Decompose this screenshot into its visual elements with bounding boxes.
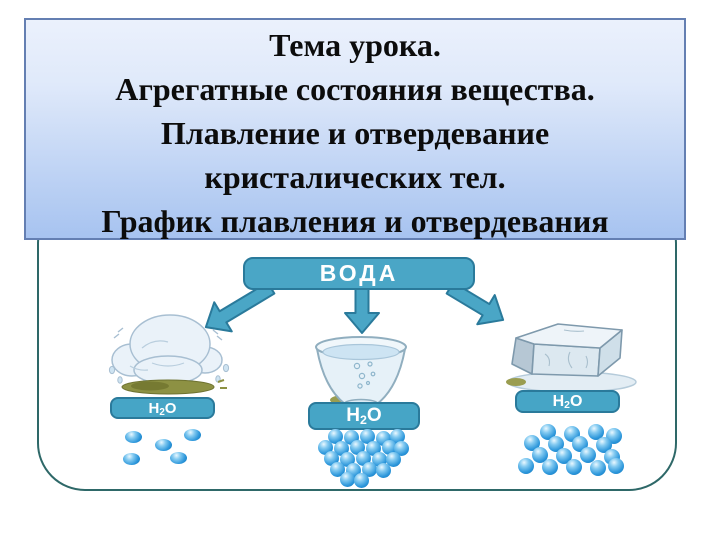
title-line: График плавления и отвердевания: [101, 203, 609, 239]
molecule-dot: [590, 460, 606, 476]
molecule-dot: [532, 447, 548, 463]
molecule-dot: [354, 473, 369, 488]
molecule-dot: [328, 429, 343, 444]
molecule-dot: [376, 463, 391, 478]
title-line: Агрегатные состояния вещества.: [115, 71, 595, 107]
molecule-dot: [608, 458, 624, 474]
formula-text: H2O: [346, 405, 382, 428]
title-line: Тема урока.: [269, 27, 441, 63]
h2o-label-gas: H2O: [110, 397, 215, 419]
molecule-dot: [386, 452, 401, 467]
molecule-dot: [360, 429, 375, 444]
title-box: Тема урока. Агрегатные состояния веществ…: [24, 18, 686, 240]
molecule-dot: [123, 453, 140, 465]
ice-cube-icon: [506, 323, 637, 393]
solid-molecules-diagram: [518, 424, 628, 480]
molecule-dot: [542, 459, 558, 475]
molecule-dot: [155, 439, 172, 451]
molecule-dot: [362, 462, 377, 477]
formula-text: H2O: [148, 399, 177, 418]
molecule-dot: [566, 459, 582, 475]
title-line: Плавление и отвердевание: [160, 115, 550, 151]
molecule-dot: [125, 431, 142, 443]
water-glass-icon: [315, 336, 407, 410]
molecule-dot: [580, 447, 596, 463]
molecule-dot: [518, 458, 534, 474]
molecule-dot: [382, 440, 397, 455]
liquid-molecules-diagram: [316, 429, 411, 489]
water-root-node: ВОДА: [243, 257, 475, 290]
h2o-label-liquid: H2O: [308, 402, 420, 430]
formula-text: H2O: [552, 392, 583, 412]
molecule-dot: [394, 441, 409, 456]
molecule-dot: [588, 424, 604, 440]
water-root-label: ВОДА: [319, 260, 399, 286]
molecule-dot: [340, 472, 355, 487]
title-line: кристалических тел.: [204, 159, 506, 195]
molecule-dot: [170, 452, 187, 464]
molecule-dot: [390, 429, 405, 444]
h2o-label-solid: H2O: [515, 390, 620, 413]
gas-molecules-diagram: [122, 428, 204, 468]
molecule-dot: [184, 429, 201, 441]
steam-cloud-icon: [108, 314, 230, 395]
